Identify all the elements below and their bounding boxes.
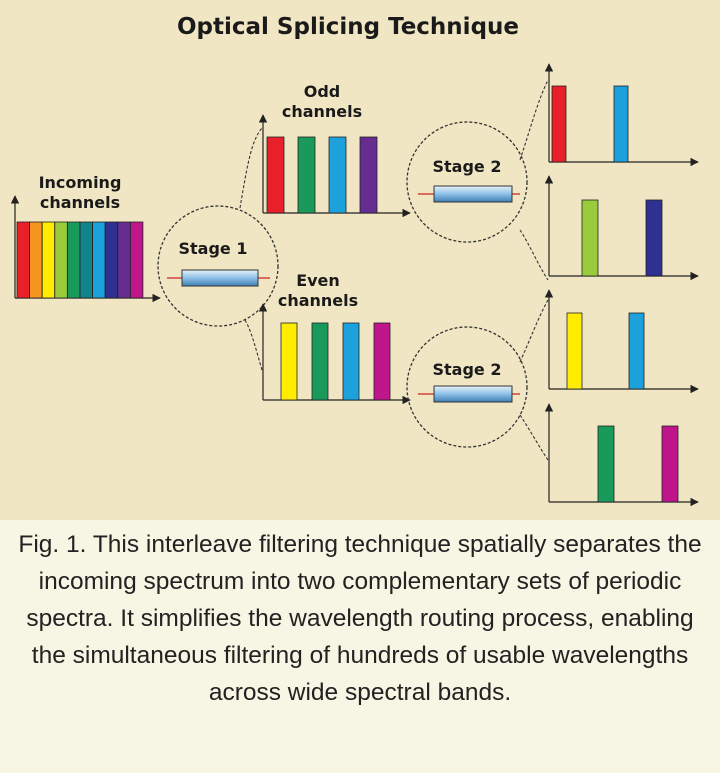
stage2-bottom-label: Stage 2 <box>433 360 502 379</box>
connector-stage2top-to-out <box>519 79 549 161</box>
stage1-circle <box>157 205 279 327</box>
incoming-channel-bar <box>92 221 106 299</box>
odd-channel-bar <box>359 136 378 214</box>
incoming-channel-bar <box>67 221 81 299</box>
out4-channel-bar <box>661 425 679 503</box>
out1-channel-bar <box>613 85 629 163</box>
odd-spectrum: Odd channels <box>258 82 411 218</box>
odd-channel-bar <box>297 136 316 214</box>
stage2-bottom-filter: Stage 2 <box>406 326 528 448</box>
even-channel-bar <box>342 322 360 401</box>
connector-stage2bot-to-out4 <box>519 414 549 461</box>
incoming-channel-bar <box>104 221 119 299</box>
stage1-label: Stage 1 <box>179 239 248 258</box>
out4-channel-bar <box>597 425 615 503</box>
diagram-figure: Optical Splicing Technique Incoming chan… <box>0 0 720 520</box>
incoming-channel-bar <box>16 221 30 299</box>
odd-label-line2: channels <box>282 102 362 121</box>
stage2-top-filter-tube <box>433 185 513 203</box>
stage2-top-label: Stage 2 <box>433 157 502 176</box>
out3-channel-bar <box>628 312 645 390</box>
stage1-filter-tube <box>181 269 259 287</box>
incoming-spectrum: Incoming channels <box>10 173 161 303</box>
even-label-line1: Even <box>296 271 340 290</box>
even-channel-bar <box>311 322 329 401</box>
stage2-top-filter: Stage 2 <box>406 121 528 243</box>
diagram-title: Optical Splicing Technique <box>177 14 519 40</box>
figure-caption: Fig. 1. This interleave filtering techni… <box>0 520 720 773</box>
odd-channel-bar <box>328 136 347 214</box>
incoming-label-line2: channels <box>40 193 120 212</box>
stage2-top-circle <box>406 121 528 243</box>
incoming-channel-bar <box>79 221 93 299</box>
odd-label-line1: Odd <box>304 82 341 101</box>
odd-channel-bar <box>266 136 285 214</box>
connector-stage2bot-to-out3 <box>519 299 549 363</box>
incoming-channel-bar <box>29 221 43 299</box>
out2-channel-bar <box>645 199 663 277</box>
incoming-channel-bar <box>117 221 131 299</box>
incoming-label-line1: Incoming <box>39 173 122 192</box>
connector-stage1-to-even <box>244 319 263 371</box>
connector-stage1-to-odd <box>239 127 263 209</box>
output-spectrum-1 <box>544 63 699 167</box>
out3-channel-bar <box>566 312 583 390</box>
stage1-filter: Stage 1 <box>157 205 279 327</box>
out1-channel-bar <box>551 85 567 163</box>
output-spectrum-2 <box>544 175 699 281</box>
even-channel-bar <box>373 322 391 401</box>
incoming-channel-bar <box>54 221 68 299</box>
stage2-bottom-filter-tube <box>433 385 513 403</box>
incoming-channel-bar <box>129 221 144 299</box>
output-spectrum-3 <box>544 289 699 394</box>
connector-stage2top-to-out2 <box>519 229 549 281</box>
stage2-bottom-circle <box>406 326 528 448</box>
even-label-line2: channels <box>278 291 358 310</box>
even-spectrum: Even channels <box>258 271 411 405</box>
out2-channel-bar <box>581 199 599 277</box>
even-channel-bar <box>280 322 298 401</box>
incoming-channel-bar <box>41 221 56 299</box>
output-spectrum-4 <box>544 403 699 507</box>
